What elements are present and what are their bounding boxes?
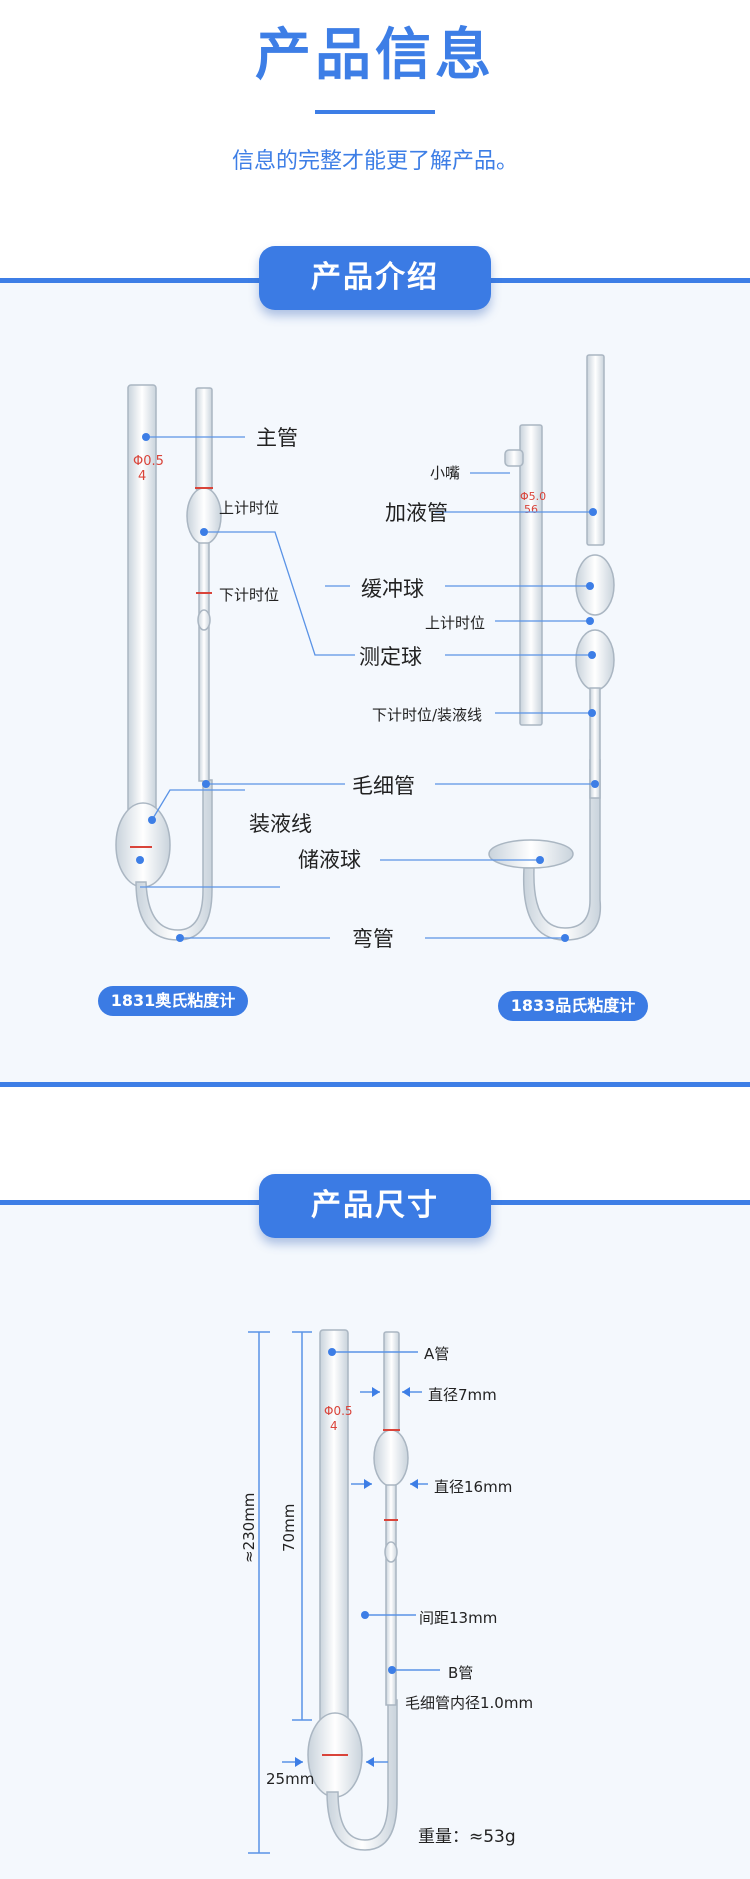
label-lower-timing-left: 下计时位: [219, 586, 280, 604]
label-height-70: 70mm: [280, 1503, 298, 1552]
badge-ostwald: 1831奥氏粘度计: [98, 986, 248, 1016]
label-filling-tube: 加液管: [385, 501, 448, 525]
glass-mark-right-2: 56: [524, 503, 538, 516]
leader-dots: [136, 433, 599, 942]
label-bend: 弯管: [352, 927, 394, 951]
label-diameter-7: 直径7mm: [428, 1386, 497, 1404]
ostwald-viscometer: [115, 384, 222, 941]
dimension-section: [0, 1203, 750, 1879]
dimension-viscometer: [307, 1329, 409, 1851]
intro-diagram: Φ0.5 4 Φ5.0 56: [115, 354, 615, 942]
pinkevich-viscometer: [488, 354, 615, 941]
label-diameter-16: 直径16mm: [434, 1478, 513, 1496]
dimension-diagram: Φ0.5 4: [248, 1329, 440, 1854]
page-title: 产品信息: [255, 23, 495, 88]
page-subtitle: 信息的完整才能更了解产品。: [231, 149, 518, 174]
intro-section-title: 产品介绍: [259, 246, 491, 310]
label-fill-line: 装液线: [249, 812, 312, 836]
dim-glass-mark-1: Φ0.5: [324, 1404, 353, 1418]
dimension-section-title: 产品尺寸: [259, 1174, 491, 1238]
label-main-tube: 主管: [256, 426, 298, 450]
label-nozzle: 小嘴: [430, 464, 461, 482]
label-upper-timing-right: 上计时位: [425, 614, 486, 632]
dim-glass-mark-2: 4: [330, 1419, 338, 1433]
glass-mark-right-1: Φ5.0: [520, 490, 546, 503]
label-capillary-inner: 毛细管内径1.0mm: [405, 1694, 534, 1712]
glass-mark-left-2: 4: [138, 469, 146, 484]
label-lower-timing-fill-right: 下计时位/装液线: [372, 706, 483, 724]
label-measuring-bulb: 测定球: [359, 645, 422, 669]
badge-pinkevich: 1833品氏粘度计: [498, 991, 648, 1021]
glass-mark-left-1: Φ0.5: [133, 454, 164, 469]
label-upper-timing-left: 上计时位: [219, 499, 280, 517]
label-tube-a: A管: [424, 1345, 450, 1363]
label-tube-b: B管: [448, 1664, 474, 1682]
label-total-height: ≈230mm: [240, 1492, 258, 1563]
label-reservoir-bulb: 储液球: [298, 848, 361, 872]
leader-lines: [140, 436, 595, 939]
label-spacing-13: 间距13mm: [419, 1609, 498, 1627]
label-width-25: 25mm: [266, 1770, 315, 1788]
label-capillary: 毛细管: [352, 774, 415, 798]
title-underline: [315, 110, 435, 114]
intro-bottom-line: [0, 1082, 750, 1087]
intro-section: [0, 280, 750, 1085]
label-weight: 重量：≈53g: [418, 1827, 516, 1847]
label-buffer-bulb: 缓冲球: [361, 577, 424, 601]
